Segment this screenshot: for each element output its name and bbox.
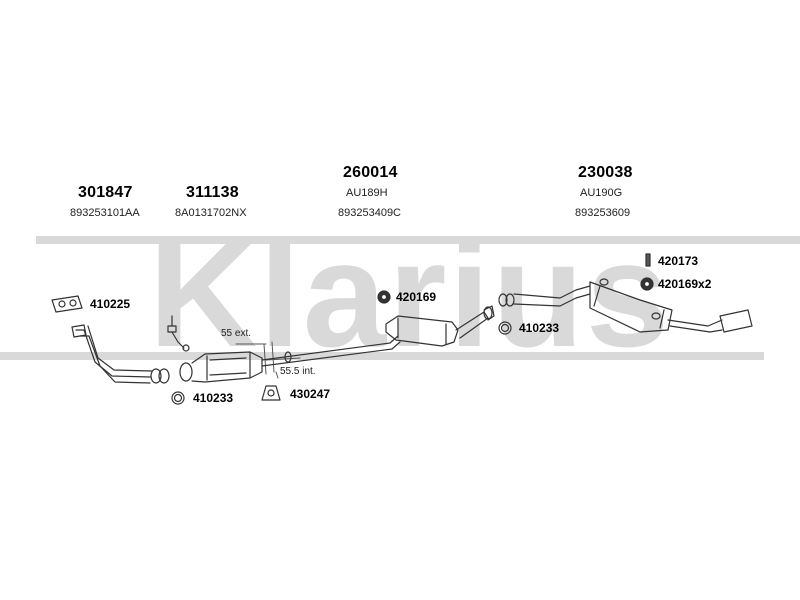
- part-number-301847: 301847: [78, 184, 133, 201]
- rubber-420169-mid-icon: [377, 290, 391, 304]
- catalytic-converter-drawing: [179, 351, 263, 383]
- ring-410233-mid-icon: [498, 321, 512, 335]
- ring-410233-front-icon: [171, 391, 185, 405]
- callout-410233-mid: 410233: [519, 321, 560, 335]
- callout-430247: 430247: [290, 387, 331, 401]
- part-number-230038: 230038: [578, 164, 633, 181]
- bracket-420173-icon: [645, 253, 651, 267]
- note-int-length: 55.5 int.: [280, 366, 316, 377]
- front-downpipe-drawing: [71, 324, 170, 384]
- callout-410233-front: 410233: [193, 391, 234, 405]
- part-number-260014: 260014: [343, 164, 398, 181]
- middle-silencer-drawing: [385, 305, 495, 347]
- watermark-text: Klarius: [149, 210, 672, 378]
- part-model-230038: AU190G: [580, 187, 623, 199]
- callout-410225: 410225: [90, 297, 131, 311]
- callout-420173: 420173: [658, 254, 699, 268]
- hanger-430247-drawing: [261, 385, 281, 401]
- callout-420169: 420169: [396, 290, 437, 304]
- centre-pipe-drawing: [261, 335, 401, 367]
- part-reference-301847: 893253101AA: [70, 207, 140, 219]
- part-model-260014: AU189H: [346, 187, 388, 199]
- gasket-410225-drawing: [51, 295, 83, 313]
- part-reference-230038: 893253609: [575, 207, 631, 219]
- rubber-420169x2-rear-icon: [640, 277, 654, 291]
- cut-markers: [235, 341, 301, 379]
- part-reference-311138: 8A0131702NX: [175, 207, 247, 219]
- callout-420169x2: 420169x2: [658, 277, 712, 291]
- rear-silencer-drawing: [498, 278, 753, 333]
- part-number-311138: 311138: [186, 184, 239, 201]
- note-ext-length: 55 ext.: [221, 328, 252, 339]
- lambda-sensor-drawing: [167, 315, 190, 352]
- part-reference-260014: 893253409C: [338, 207, 402, 219]
